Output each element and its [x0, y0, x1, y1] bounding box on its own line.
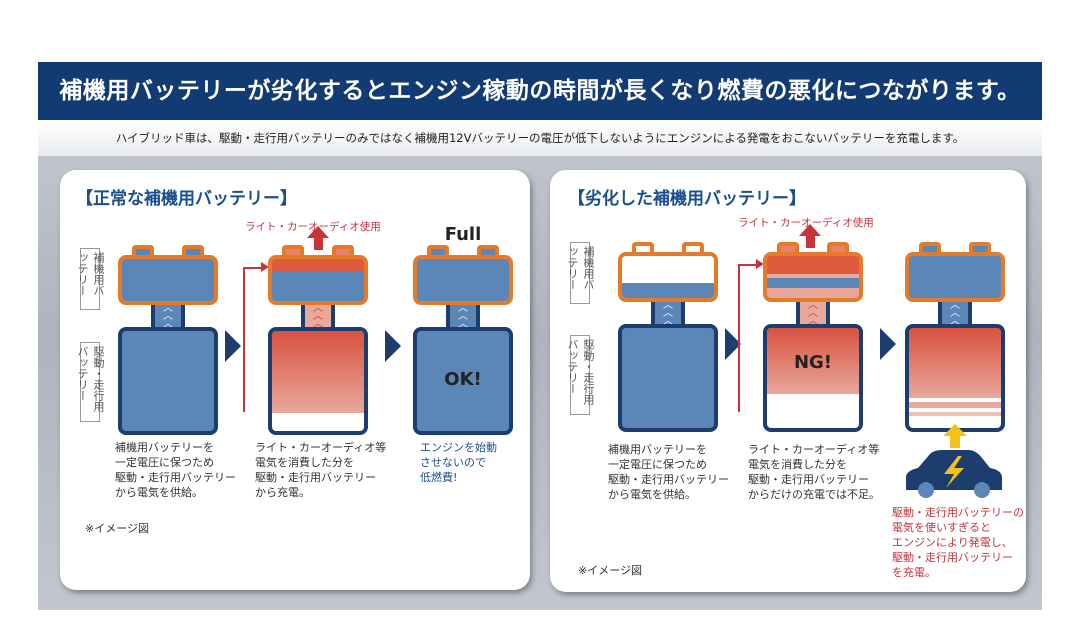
arrow-right-icon — [725, 328, 741, 360]
main-battery: OK! — [413, 327, 513, 435]
up-arrow-icon — [799, 224, 821, 236]
arrow-right-icon — [880, 328, 896, 360]
up-arrow-icon — [307, 226, 329, 238]
caption: ライト・カーオーディオ等 電気を消費した分を 駆動・走行用バッテリー からだけの… — [748, 443, 880, 501]
arrow-right-icon — [385, 330, 401, 362]
image-note: ※イメージ図 — [85, 522, 149, 535]
charge-flow-line — [243, 267, 263, 412]
aux-battery — [413, 255, 513, 305]
degraded-battery-panel: 【劣化した補機用バッテリー】 補機用バッテリー 駆動・走行用バッテリー ︿︿︿ … — [550, 170, 1026, 592]
up-arrow-yellow-icon — [943, 424, 967, 436]
battery-normal-1: ︿︿︿ — [118, 245, 218, 435]
aux-battery-label: 補機用バッテリー — [566, 242, 595, 304]
usage-label: ライト・カーオーディオ使用 — [245, 221, 381, 233]
ok-label: OK! — [444, 369, 482, 390]
power-flow-chevrons: ︿︿︿ — [151, 305, 185, 329]
main-battery — [905, 324, 1005, 432]
aux-battery — [268, 255, 368, 305]
panel-heading: 【正常な補機用バッテリー】 — [76, 189, 297, 209]
caption: 補機用バッテリーを 一定電圧に保つため 駆動・走行用バッテリー から電気を供給。 — [115, 441, 236, 499]
infographic: 補機用バッテリーが劣化するとエンジン稼動の時間が長くなり燃費の悪化につながります… — [38, 62, 1042, 610]
caption: 駆動・走行用バッテリーの 電気を使いすぎると エンジンにより発電し、 駆動・走行… — [892, 506, 1024, 579]
panel-heading: 【劣化した補機用バッテリー】 — [568, 189, 806, 209]
car-charging-icon — [906, 450, 1002, 498]
battery-degraded-3: ︿︿︿ — [905, 242, 1005, 432]
aux-battery-label: 補機用バッテリー — [76, 248, 105, 310]
subheadline: ハイブリッド車は、駆動・走行用バッテリーのみではなく補機用12Vバッテリーの電圧… — [38, 120, 1042, 156]
caption: エンジンを始動 させないので 低燃費! — [420, 441, 497, 484]
caption: ライト・カーオーディオ等 電気を消費した分を 駆動・走行用バッテリー から充電。 — [255, 441, 387, 499]
battery-degraded-2: ︿︿︿ NG! — [763, 242, 863, 432]
charge-flow-line — [738, 264, 758, 412]
full-label: Full — [444, 224, 482, 245]
main-battery-label: 駆動・走行用バッテリー — [566, 335, 595, 415]
main-battery — [268, 327, 368, 435]
aux-battery — [118, 255, 218, 305]
normal-battery-panel: 【正常な補機用バッテリー】 補機用バッテリー 駆動・走行用バッテリー ︿︿︿ ラ… — [60, 170, 530, 590]
main-battery-label: 駆動・走行用バッテリー — [76, 342, 105, 422]
main-battery — [618, 324, 718, 432]
ng-label: NG! — [793, 352, 833, 373]
battery-degraded-1: ︿︿︿ — [618, 242, 718, 432]
aux-battery — [763, 252, 863, 302]
aux-battery — [905, 252, 1005, 302]
image-note: ※イメージ図 — [578, 564, 642, 577]
usage-label: ライト・カーオーディオ使用 — [738, 217, 874, 229]
headline: 補機用バッテリーが劣化するとエンジン稼動の時間が長くなり燃費の悪化につながります… — [38, 62, 1042, 120]
main-battery — [118, 327, 218, 435]
main-battery: NG! — [763, 324, 863, 432]
battery-normal-2: ︿︿︿ — [268, 245, 368, 435]
aux-battery — [618, 252, 718, 302]
battery-normal-3: ︿︿︿ OK! — [413, 245, 513, 435]
caption: 補機用バッテリーを 一定電圧に保つため 駆動・走行用バッテリー から電気を供給。 — [608, 443, 729, 501]
arrow-right-icon — [225, 330, 241, 362]
